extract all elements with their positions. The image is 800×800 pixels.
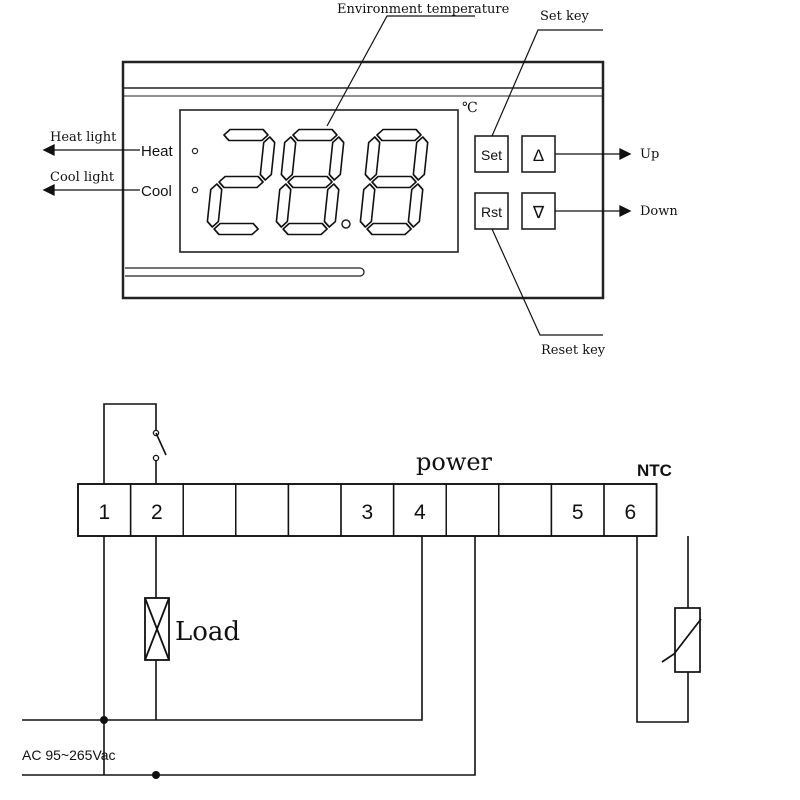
heat-led — [191, 147, 199, 155]
panel-bottom-slot — [125, 267, 365, 277]
ntc-wire — [636, 536, 689, 723]
terminal-number: 4 — [414, 501, 426, 524]
cool-light-label: Cool light — [50, 170, 115, 185]
supply-rail-top — [22, 536, 423, 721]
terminal-cell — [603, 483, 658, 537]
digit-segment — [359, 183, 376, 228]
digit-segment — [292, 128, 338, 142]
digit-segment — [364, 136, 381, 181]
display-unit-celsius: ℃ — [462, 100, 478, 116]
decimal-point — [341, 219, 351, 229]
svg-text:Rst: Rst — [481, 204, 502, 220]
terminal-number: 3 — [361, 501, 373, 524]
supply-rail-bottom — [22, 536, 476, 776]
display-digit — [206, 128, 276, 236]
digit-segment — [287, 175, 333, 189]
terminal-number: 1 — [98, 501, 110, 524]
relay-switch-blade — [155, 432, 167, 456]
up-label: Up — [640, 147, 659, 162]
panel-housing — [121, 60, 605, 300]
digit-segment — [412, 136, 429, 181]
heat-light-callout — [42, 143, 140, 157]
display-window — [179, 109, 459, 253]
load-label: Load — [175, 617, 240, 647]
set-key[interactable]: Set — [474, 135, 509, 173]
digit-segment — [371, 175, 417, 189]
digit-segment — [328, 136, 345, 181]
power-label: power — [416, 448, 493, 476]
seven-segment-display — [206, 128, 429, 236]
digit-segment — [275, 183, 292, 228]
digit-segment — [282, 222, 328, 236]
controller-panel — [121, 60, 605, 300]
junction-dot — [152, 771, 160, 779]
junction-dot — [100, 716, 108, 724]
reset-key-leader — [491, 228, 603, 336]
up-arrow-icon: Δ — [533, 146, 544, 165]
cool-light-callout — [42, 183, 140, 197]
terminal-number: 2 — [151, 501, 163, 524]
relay-contact-dot — [152, 429, 160, 437]
down-callout — [555, 204, 632, 218]
display-digit — [359, 128, 429, 236]
down-key[interactable]: ∇ — [521, 192, 556, 230]
relay-loop-wire — [103, 403, 157, 484]
reset-key-label: Reset key — [541, 343, 606, 358]
terminal-number: 5 — [572, 501, 584, 524]
digit-segment — [407, 183, 424, 228]
digit-segment — [323, 183, 340, 228]
load-symbol — [144, 597, 170, 661]
env-temp-leader — [326, 15, 475, 127]
terminal-block: 1 2 3 4 5 6 — [77, 483, 658, 537]
digit-segment — [259, 136, 276, 181]
digit-segment — [280, 136, 297, 181]
env-temp-label: Environment temperature — [337, 2, 510, 17]
digit-segment — [218, 175, 264, 189]
set-key-leader — [491, 29, 603, 137]
down-label: Down — [640, 204, 678, 219]
supply-label: AC 95~265Vac — [22, 747, 116, 763]
digit-segment — [223, 128, 269, 142]
ntc-thermistor-symbol — [661, 607, 702, 673]
heat-light-label: Heat light — [50, 130, 117, 145]
digit-segment — [213, 222, 259, 236]
digit-segment — [206, 183, 223, 228]
set-key-label: Set key — [540, 9, 590, 24]
display-digit — [275, 128, 345, 236]
terminal-number: 6 — [624, 501, 636, 524]
down-arrow-icon: ∇ — [532, 203, 545, 222]
cool-led — [191, 186, 199, 194]
wiring-lines — [22, 403, 689, 776]
relay-contact-dot — [152, 454, 160, 462]
up-callout — [555, 147, 632, 161]
svg-text:Set: Set — [481, 147, 502, 163]
heat-label: Heat — [141, 143, 174, 160]
digit-segment — [366, 222, 412, 236]
rst-key[interactable]: Rst — [474, 192, 509, 230]
up-key[interactable]: Δ — [521, 135, 556, 173]
digit-segment — [376, 128, 422, 142]
ntc-label: NTC — [637, 461, 672, 480]
cool-label: Cool — [141, 183, 172, 200]
